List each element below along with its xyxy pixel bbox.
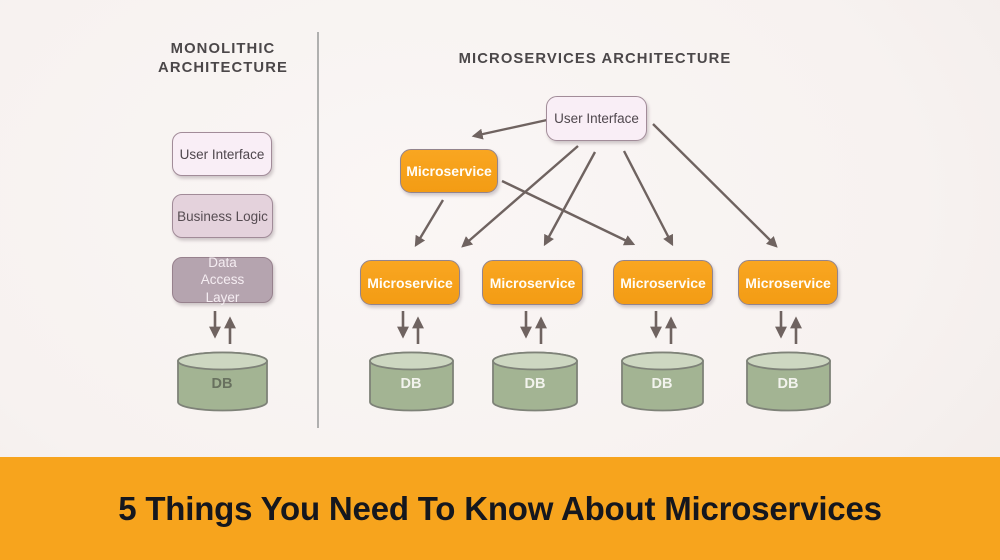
arrow-ui-to-gateway <box>471 118 548 140</box>
monolith-data-access-layer-box: Data Access Layer <box>172 255 273 305</box>
monolithic-architecture-title: MONOLITHIC ARCHITECTURE <box>158 41 288 76</box>
microservice-box-2: Microservice <box>482 260 583 305</box>
db-cylinder-4 <box>746 351 831 412</box>
service-db-label-1: DB <box>400 376 422 392</box>
arrow-ui-to-service-1 <box>461 145 579 248</box>
gateway-microservice-box: Microservice <box>400 149 498 193</box>
microservice-box-1: Microservice <box>360 260 460 305</box>
monolith-db-label: DB <box>211 376 233 392</box>
banner-title: 5 Things You Need To Know About Microser… <box>118 489 882 527</box>
arrow-gateway-to-service-3 <box>501 179 636 246</box>
db-cylinder-3 <box>621 351 704 412</box>
service-db-label-4: DB <box>777 376 799 392</box>
service-db-label-2: DB <box>524 376 546 392</box>
microservice-box-4: Microservice <box>738 260 838 305</box>
microservices-architecture-title: MICROSERVICES ARCHITECTURE <box>458 51 732 67</box>
arrow-gateway-to-service-1 <box>414 199 445 248</box>
monolith-business-logic-box: Business Logic <box>172 194 273 238</box>
db-cylinder-2 <box>492 351 578 412</box>
db-cylinder-1 <box>369 351 454 412</box>
service-db-label-3: DB <box>651 376 673 392</box>
monolith-db-cylinder <box>177 351 268 412</box>
arrow-ui-to-service-3 <box>622 150 674 247</box>
microservice-box-3: Microservice <box>613 260 713 305</box>
arrow-ui-to-service-4 <box>652 123 778 248</box>
arrow-ui-to-service-2 <box>543 151 597 247</box>
monolith-user-interface-box: User Interface <box>172 132 272 176</box>
microservices-user-interface-box: User Interface <box>546 96 647 141</box>
title-banner: 5 Things You Need To Know About Microser… <box>0 457 1000 560</box>
